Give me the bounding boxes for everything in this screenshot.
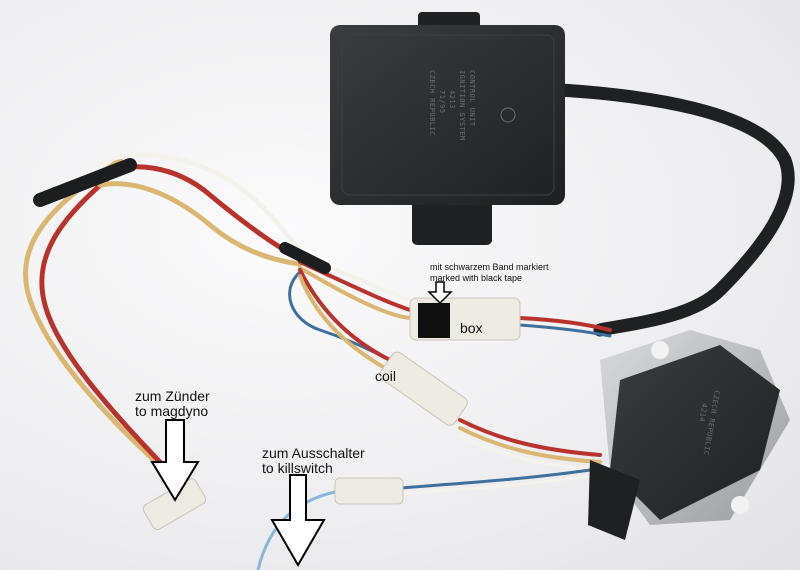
killswitch-label-en: to killswitch (262, 460, 333, 476)
cu-print-4: 71/95 (438, 90, 446, 114)
cu-print-2: IGNITION SYSTEM (458, 70, 466, 141)
tape-note-de: mit schwarzem Band markiert (430, 262, 549, 272)
magdyno-label-en: to magdyno (135, 403, 209, 419)
arrow-down-icon-tape (427, 281, 453, 305)
black-tape-marker (418, 303, 450, 338)
cu-print-3: 4213 (448, 90, 456, 109)
coil-label: coil (375, 368, 397, 384)
magdyno-label-de: zum Zünder (135, 388, 210, 404)
coil-print-2: 4214 (697, 403, 708, 423)
box-connector (409, 297, 521, 341)
cu-print-5: CZECH REPUBLIC (428, 70, 436, 136)
main-black-cable (553, 83, 795, 337)
lightning-logo-icon (500, 107, 516, 123)
arrow-down-icon-killswitch (270, 474, 326, 567)
control-unit: CONTROL UNIT IGNITION SYSTEM 4213 71/95 … (330, 12, 565, 245)
arrow-down-icon-magdyno (150, 419, 200, 502)
coil-connector (379, 351, 468, 426)
heat-shrink-mid (279, 242, 331, 274)
box-label: box (460, 320, 483, 336)
wire-harness (23, 152, 612, 570)
killswitch-connector (334, 477, 404, 505)
cu-print-1: CONTROL UNIT (468, 70, 476, 127)
magdyno-connector (142, 478, 207, 530)
ignition-coil: CZECH REPUBLIC 4214 (588, 330, 790, 540)
heat-shrink-left (33, 158, 137, 207)
tape-note-en: marked with black tape (430, 273, 523, 283)
killswitch-label-de: zum Ausschalter (262, 445, 365, 461)
